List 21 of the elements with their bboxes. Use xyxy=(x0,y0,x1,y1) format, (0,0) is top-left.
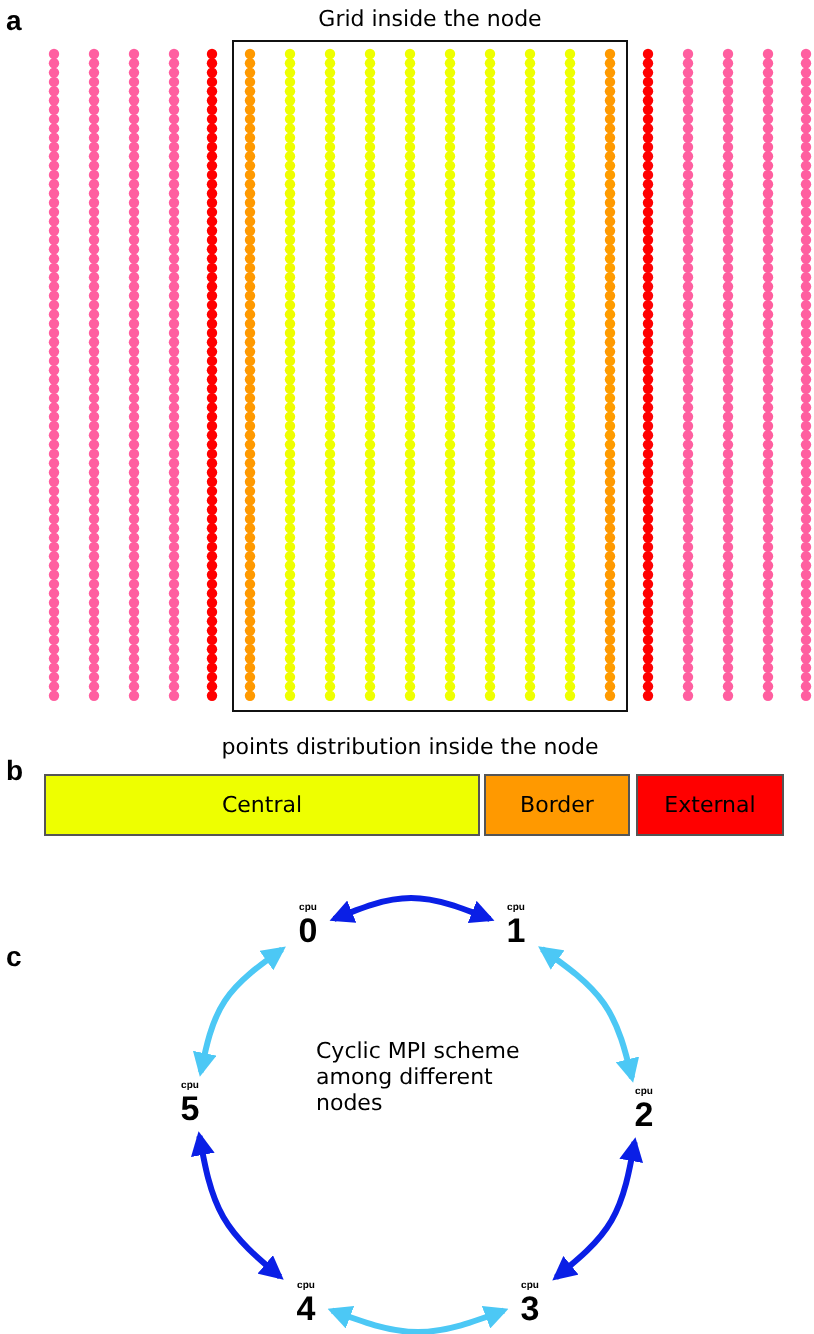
scheme-caption: Cyclic MPI scheme among different nodes xyxy=(316,1038,522,1118)
panel-letter: b xyxy=(6,754,24,786)
panel-letter: a xyxy=(6,4,22,36)
panel-letter: c xyxy=(6,940,22,972)
cpu-number: 0 xyxy=(296,914,320,948)
bar-segment: Central xyxy=(44,774,480,836)
double-arrow xyxy=(327,1306,509,1334)
double-arrow xyxy=(191,1131,284,1280)
double-arrow xyxy=(192,946,286,1077)
double-arrow xyxy=(538,946,640,1083)
cpu-number: 2 xyxy=(632,1098,656,1132)
bar-segment: Border xyxy=(484,774,630,836)
double-arrow xyxy=(552,1137,644,1281)
cpu-number: 4 xyxy=(294,1292,318,1326)
bar-heading: points distribution inside the node xyxy=(219,734,601,761)
double-arrow xyxy=(329,895,495,924)
cpu-number: 1 xyxy=(504,914,528,948)
cpu-number: 5 xyxy=(178,1092,202,1126)
grid-title: Grid inside the node xyxy=(316,6,544,32)
bar-segment: External xyxy=(636,774,784,836)
cpu-number: 3 xyxy=(518,1292,542,1326)
